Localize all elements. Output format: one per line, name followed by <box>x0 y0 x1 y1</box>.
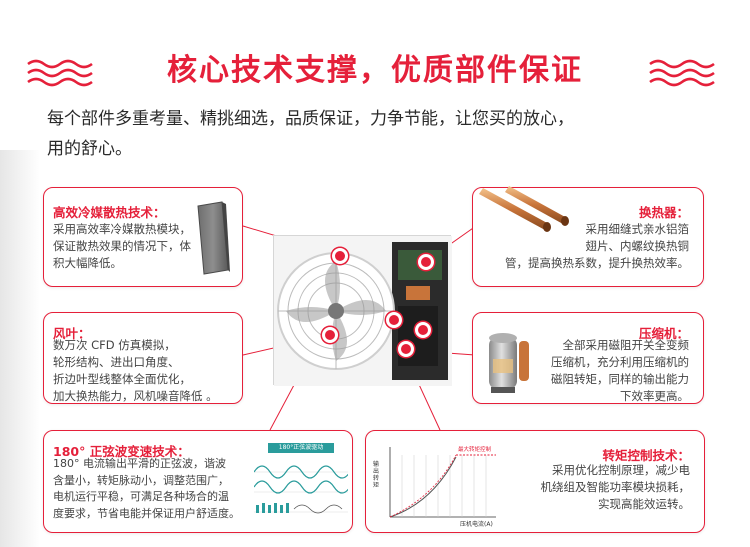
card-line: 度要求，节省电能并保证用户舒适度。 <box>53 506 240 520</box>
card-line: 机绕组及智能功率模块损耗， <box>540 480 691 494</box>
card-line: 实现高能效运转。 <box>598 497 690 511</box>
torque-max-label: 最大转矩控制 <box>458 447 492 453</box>
hotspot-compressor[interactable] <box>398 341 414 357</box>
card-line: 下效率更高。 <box>620 389 689 403</box>
page-title: 核心技术支撑，优质部件保证 <box>167 53 583 88</box>
card-line: 积大幅降低。 <box>53 256 122 270</box>
torque-diagram: 输出转矩 压机电流(A) 最大转矩控制 <box>372 443 500 529</box>
sine-diagram-label: 180°正弦波驱动 <box>268 443 334 453</box>
card-body: 全部采用磁阻开关全变频 压缩机，充分利用压缩机的 磁阻转矩，同样的输出能力 下效… <box>524 337 689 405</box>
card-line: 采用高效率冷媒散热模块， <box>53 222 191 236</box>
card-title: 180° 正弦波变速技术： <box>53 444 190 459</box>
card-line: 管，提高换热系数，提升换热效率。 <box>505 256 689 270</box>
card-title: 高效冷媒散热技术： <box>53 205 166 220</box>
hotspot-sine-wave[interactable] <box>415 322 431 338</box>
torque-x-label: 压机电流(A) <box>460 521 493 528</box>
hotspot-heat-exchanger[interactable] <box>418 254 434 270</box>
wave-decoration-icon <box>26 58 96 92</box>
card-body: 采用细缝式亲水铝箔 翅片、内螺纹换热铜 管，提高换热系数，提升换热效率。 <box>484 221 689 272</box>
hotspot-heatsink[interactable] <box>332 248 348 264</box>
card-line: 磁阻转矩，同样的输出能力 <box>551 372 689 386</box>
background-gradient <box>0 150 40 547</box>
card-line: 折边叶型线整体全面优化， <box>53 372 191 386</box>
sine-wave-chart <box>254 465 348 514</box>
torque-y-label: 输出转矩 <box>373 461 380 489</box>
card-body: 采用高效率冷媒散热模块， 保证散热效果的情况下，体 积大幅降低。 <box>53 221 203 272</box>
card-line: 全部采用磁阻开关全变频 <box>562 338 690 352</box>
card-line: 压缩机，充分利用压缩机的 <box>551 355 689 369</box>
copper-pipe-icon <box>479 186 569 232</box>
card-sine-wave: 180° 正弦波变速技术： 180° 电流输出平滑的正弦波，谐波 含量小，转矩脉… <box>43 430 353 533</box>
card-line: 采用细缝式亲水铝箔 <box>585 222 690 236</box>
heatsink-module-icon <box>197 201 230 275</box>
card-compressor: 压缩机： 全部采用磁阻开关全变频 压缩机，充分利用压缩机的 磁阻转矩，同样的输出… <box>472 312 704 404</box>
card-line: 保证散热效果的情况下，体 <box>53 239 191 253</box>
intro-line: 用的舒心。 <box>47 139 132 159</box>
hotspot-torque[interactable] <box>386 312 402 328</box>
card-fan: 风叶： 数万次 CFD 仿真模拟， 轮形结构、进出口角度、 折边叶型线整体全面优… <box>43 312 243 404</box>
card-line: 180° 电流输出平滑的正弦波，谐波 <box>53 457 226 470</box>
card-title: 压缩机： <box>638 326 689 341</box>
intro-text: 每个部件多重考量、精挑细选，品质保证，力争节能，让您买的放心， 用的舒心。 <box>47 104 707 164</box>
card-line: 轮形结构、进出口角度、 <box>53 355 180 369</box>
outdoor-unit-icon <box>273 235 452 386</box>
card-title: 转矩控制技术： <box>602 448 690 463</box>
card-line: 加大换热能力，风机噪音降低 。 <box>53 389 218 403</box>
card-line: 数万次 CFD 仿真模拟， <box>53 338 176 352</box>
torque-chart <box>389 447 496 518</box>
card-line: 含量小，转矩脉动小，调整范围广， <box>53 473 229 487</box>
card-line: 电机运行平稳，可满足各种场合的温 <box>53 490 229 503</box>
card-torque: 输出转矩 压机电流(A) 最大转矩控制 转矩控制技术： 采用优化控制原理，减少电… <box>365 430 705 533</box>
card-title: 换热器： <box>638 205 689 220</box>
card-line: 翅片、内螺纹换热铜 <box>585 239 690 253</box>
wave-decoration-icon <box>648 58 718 92</box>
card-heat-dissipation: 高效冷媒散热技术： 采用高效率冷媒散热模块， 保证散热效果的情况下，体 积大幅降… <box>43 187 243 287</box>
sine-wave-diagram: 180°正弦波驱动 <box>254 443 348 529</box>
card-body: 数万次 CFD 仿真模拟， 轮形结构、进出口角度、 折边叶型线整体全面优化， 加… <box>53 337 238 405</box>
card-line: 采用优化控制原理，减少电 <box>552 463 690 477</box>
hotspot-fan[interactable] <box>322 327 338 343</box>
card-body: 采用优化控制原理，减少电 机绕组及智能功率模块损耗， 实现高能效运转。 <box>510 462 691 513</box>
card-body: 180° 电流输出平滑的正弦波，谐波 含量小，转矩脉动小，调整范围广， 电机运行… <box>53 456 253 522</box>
intro-line: 每个部件多重考量、精挑细选，品质保证，力争节能，让您买的放心， <box>47 109 574 129</box>
card-title: 风叶： <box>53 326 91 341</box>
compressor-icon <box>489 333 529 393</box>
card-heat-exchanger: 换热器： 采用细缝式亲水铝箔 翅片、内螺纹换热铜 管，提高换热系数，提升换热效率… <box>472 186 704 287</box>
